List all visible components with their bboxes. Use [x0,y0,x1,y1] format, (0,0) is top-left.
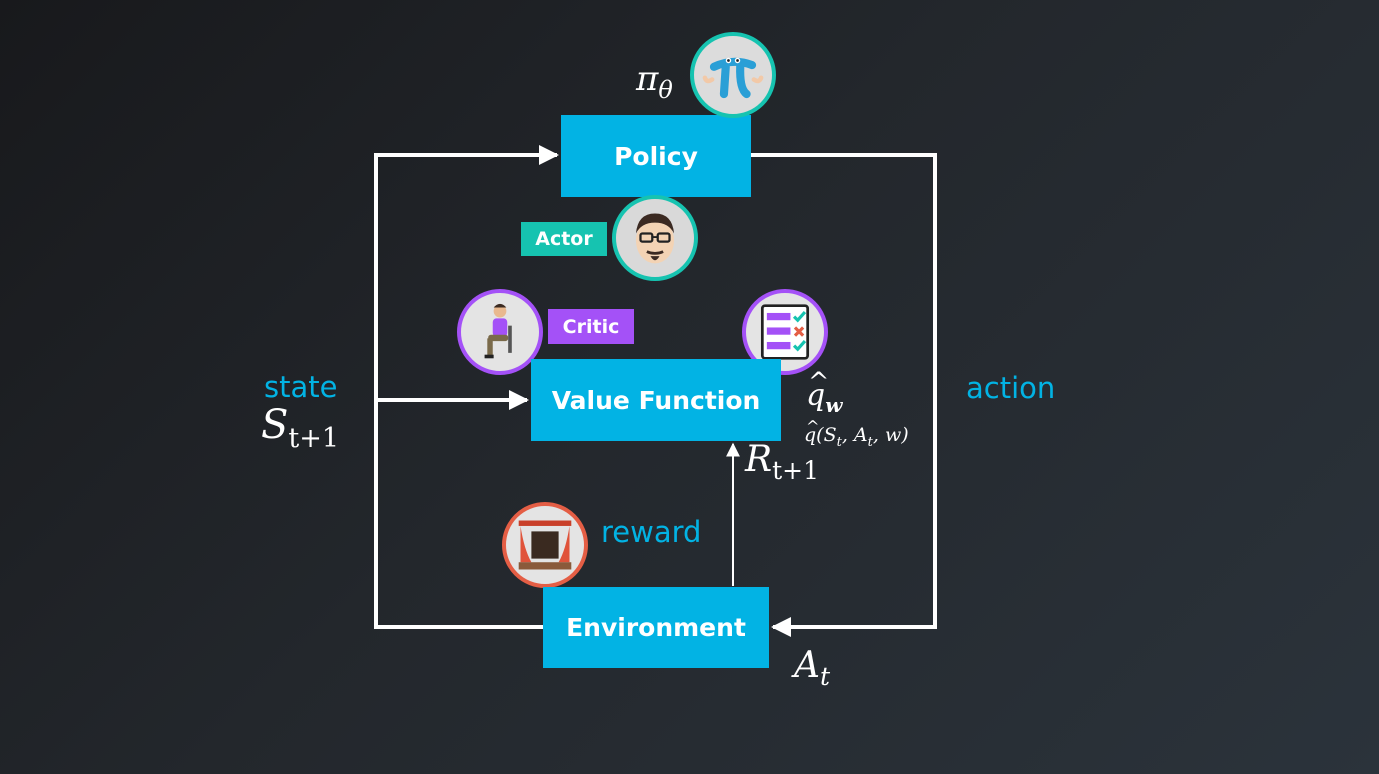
value-function-box: Value Function [531,359,781,441]
q-hat-symbol: q [806,370,830,411]
state-symbol: S [261,402,289,448]
q-args-mid: , A [841,424,868,446]
actor-face-icon [612,195,698,281]
q-hat-function-label: q(St, At, w) [804,419,909,449]
reward-symbol: R [745,439,773,480]
environment-box: Environment [543,587,769,668]
policy-box: Policy [561,115,751,197]
action-label: action [966,371,1056,405]
policy-math-label: πθ [636,59,673,102]
state-loop-arrow [374,145,559,629]
state-label: state [264,370,338,404]
action-symbol: A [794,645,820,686]
action-math-label: At [794,645,830,690]
state-subscript: t+1 [288,423,340,454]
q-args-s-sub: t [836,434,842,450]
checklist-icon [742,289,828,375]
critic-tag: Critic [548,309,634,344]
q-w-subscript: w [825,393,843,417]
q-hat-small: q [804,419,820,445]
stage-curtain-icon [502,502,588,588]
reward-label: reward [601,515,702,549]
action-subscript: t [820,662,831,692]
pi-symbol: π [636,59,659,99]
q-hat-w-label: qw [806,370,842,415]
theta-subscript: θ [658,75,673,104]
action-loop-arrow [751,153,937,637]
state-math-label: St+1 [261,402,339,452]
q-args-a-sub: t [867,434,873,450]
actor-tag: Actor [521,222,607,256]
critic-seated-person-icon [457,289,543,375]
q-args-open: (S [816,424,837,446]
reward-math-label: Rt+1 [745,439,819,484]
pi-character-icon [690,32,776,118]
q-args-end: , w) [872,424,909,446]
reward-subscript: t+1 [772,456,820,486]
